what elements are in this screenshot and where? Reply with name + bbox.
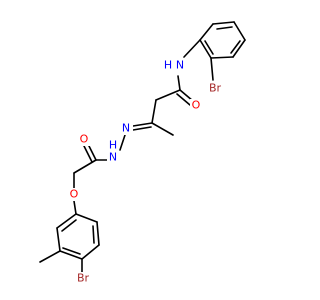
top-aryl-ring — [199, 21, 246, 59]
atom-br-top: Br — [209, 82, 222, 95]
bond — [155, 89, 181, 101]
bond — [61, 219, 77, 232]
bond — [75, 213, 98, 223]
bond — [216, 26, 233, 30]
bond — [81, 244, 100, 260]
atom-n-amide: N — [176, 59, 184, 72]
bond — [73, 200, 77, 215]
bond — [230, 40, 241, 54]
bond — [132, 122, 153, 127]
atom-o-hydrazide: O — [80, 133, 89, 146]
bond — [132, 126, 152, 131]
bond — [199, 39, 212, 59]
bond — [183, 39, 201, 58]
bond — [151, 99, 157, 124]
bond — [119, 134, 126, 151]
atom-n-imine: N — [122, 122, 130, 135]
bond — [212, 21, 235, 25]
bond — [199, 23, 214, 41]
bottom-aryl-ring — [56, 213, 100, 260]
bond — [62, 247, 81, 255]
atom-o-ether: O — [70, 188, 79, 201]
bond — [92, 225, 95, 244]
bond — [204, 40, 214, 55]
molecule-structure: N H Br O N N H O O Br — [39, 21, 246, 285]
bond — [210, 57, 214, 81]
bond — [87, 143, 97, 161]
atom-br-bottom: Br — [77, 272, 90, 285]
atom-n-hydrazide: N — [109, 151, 117, 164]
bond — [151, 122, 174, 136]
bond — [83, 145, 93, 163]
bond — [177, 75, 181, 91]
bond — [73, 159, 97, 174]
bond — [233, 21, 246, 41]
bond — [176, 93, 191, 106]
bond — [232, 39, 246, 58]
bond — [96, 221, 100, 246]
atom-h-hydrazide: H — [109, 139, 117, 152]
bond — [210, 56, 234, 59]
bond — [56, 213, 77, 229]
molecule-canvas: N H Br O N N H O O Br — [39, 21, 246, 285]
atom-o-amide: O — [192, 99, 201, 112]
bond — [59, 250, 83, 260]
bond — [56, 227, 61, 252]
bond — [39, 250, 61, 263]
atom-h-amide: H — [164, 59, 172, 72]
